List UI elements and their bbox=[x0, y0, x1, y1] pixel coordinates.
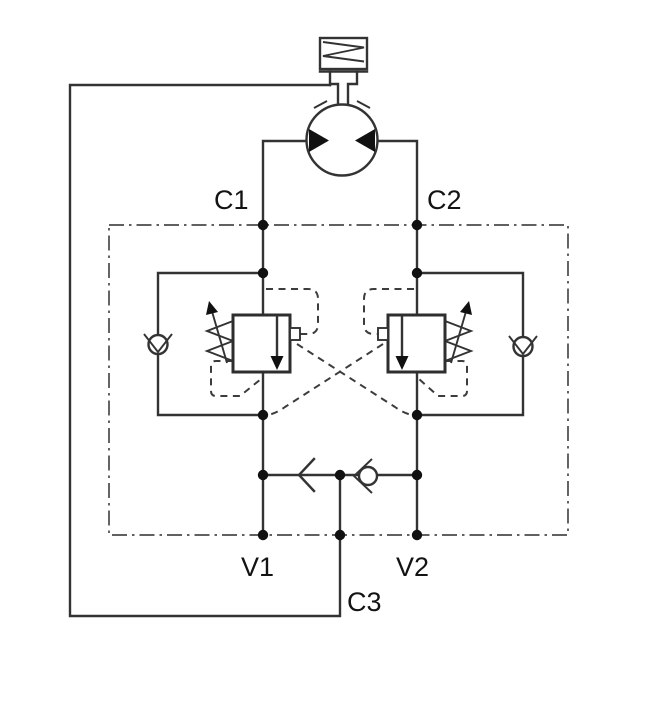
left-check-seat-icon bbox=[143, 333, 173, 354]
shuttle-ball-icon bbox=[357, 465, 379, 487]
right-valve-pilot-tab bbox=[377, 327, 389, 341]
valve-block-boundary bbox=[108, 224, 569, 536]
hydraulic-motor bbox=[305, 103, 379, 177]
right-check-valve bbox=[415, 271, 538, 417]
shaft-mount-tick-left bbox=[313, 100, 328, 109]
right-check-branch-line bbox=[415, 271, 525, 417]
left-valve-adjust-arrow bbox=[210, 307, 228, 364]
left-check-branch-line bbox=[156, 271, 265, 417]
port-label-v2: V2 bbox=[396, 552, 429, 582]
right-valve-body bbox=[386, 313, 447, 374]
right-valve-adjust-arrowhead bbox=[460, 301, 472, 315]
port-label-c2: C2 bbox=[427, 185, 462, 215]
shuttle-seat-icon bbox=[352, 458, 373, 494]
port-label-c3: C3 bbox=[347, 587, 382, 617]
left-drain-loop bbox=[210, 360, 262, 397]
left-check-valve bbox=[143, 271, 265, 417]
left-valve-body bbox=[231, 313, 292, 374]
left-check-ball-icon bbox=[147, 333, 169, 356]
port-label-v1: V1 bbox=[241, 552, 274, 582]
port-labels: C1 C2 V1 V2 C3 bbox=[214, 185, 462, 617]
left-valve-flow-arrowhead bbox=[270, 356, 284, 370]
right-pilot-loop bbox=[363, 288, 414, 335]
brake-spring-icon bbox=[322, 41, 365, 63]
shuttle-check-valve bbox=[297, 457, 379, 494]
line-c2 bbox=[376, 139, 419, 317]
flow-direction-chevron bbox=[297, 457, 316, 493]
motor-flow-triangle-left bbox=[309, 129, 329, 152]
right-drain-loop bbox=[418, 360, 468, 397]
crossover-pilot-left-to-right bbox=[296, 343, 416, 416]
right-valve-adjust-arrow bbox=[450, 307, 468, 364]
brake-piston-rod bbox=[328, 70, 359, 105]
pilot-lines bbox=[210, 288, 468, 416]
junction-nodes bbox=[257, 219, 423, 541]
right-check-seat-icon bbox=[508, 335, 538, 356]
brake-actuator bbox=[313, 36, 371, 109]
right-check-ball-icon bbox=[512, 335, 534, 358]
crossover-pilot-right-to-left bbox=[264, 343, 384, 416]
left-counterbalance-valve bbox=[204, 301, 301, 374]
right-valve-flow-arrowhead bbox=[395, 356, 409, 370]
brake-release-line-c3 bbox=[68, 83, 342, 618]
right-counterbalance-valve bbox=[377, 301, 474, 374]
line-c1 bbox=[261, 139, 308, 317]
left-valve-pilot-tab bbox=[289, 327, 301, 341]
work-lines bbox=[261, 139, 419, 537]
shaft-mount-tick-right bbox=[356, 100, 371, 109]
left-valve-adjust-arrowhead bbox=[206, 301, 218, 315]
motor-flow-triangle-right bbox=[355, 129, 375, 152]
port-label-c1: C1 bbox=[214, 185, 249, 215]
